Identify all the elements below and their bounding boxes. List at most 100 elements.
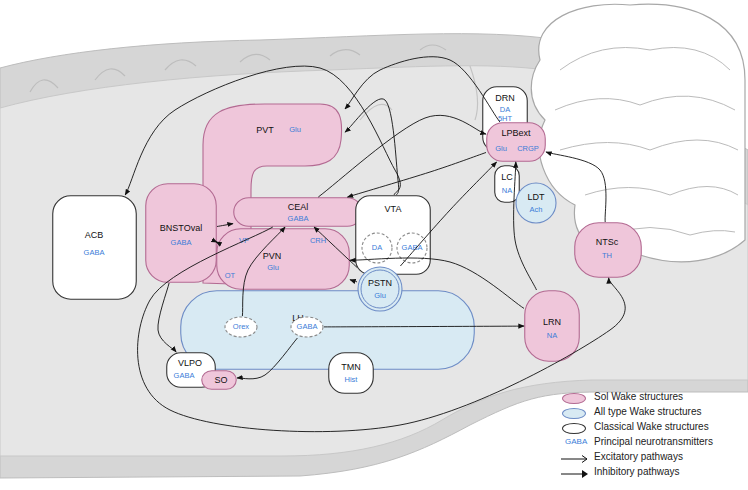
cerebellum-folia [555, 48, 738, 236]
region-outline [216, 228, 350, 290]
brain-region: GABA [396, 232, 428, 264]
region-shape [217, 229, 350, 290]
region-label: PVT [256, 126, 274, 135]
region-label: LPBext [501, 129, 530, 138]
legend-swatch [562, 423, 586, 434]
pathway-arrow [546, 152, 606, 222]
region-shape [575, 223, 642, 278]
pathway-arrow [345, 99, 399, 195]
pathway-arrow [345, 57, 500, 122]
legend-text: Classical Wake structures [594, 422, 709, 432]
neurotransmitter-label: NA [547, 332, 557, 340]
brain-region: CEAlGABA [233, 197, 363, 227]
neurotransmitter-label: Glu [267, 264, 279, 272]
brain-region: LPBextGluCRGP [486, 122, 546, 162]
neurotransmitter-label: Glu [495, 145, 507, 153]
pathway-arrow [350, 258, 524, 308]
region-outline [574, 222, 642, 278]
region-inner-ring [361, 270, 399, 308]
brain-region: SO [201, 370, 237, 390]
pathway-arrow [237, 338, 297, 379]
legend-text: Excitatory pathways [594, 452, 683, 462]
neurotransmitter-label: VP [239, 237, 249, 245]
region-shape [291, 317, 323, 337]
legend-sample-text: GABA [565, 438, 587, 446]
neurotransmitter-label: OT [225, 272, 235, 280]
region-label: PSTN [368, 279, 392, 288]
neurotransmitter-label: GABA [174, 372, 195, 380]
region-shape [225, 317, 257, 337]
region-outline [145, 183, 217, 283]
region-label: LRN [543, 318, 561, 327]
cortex-curve [360, 66, 478, 120]
region-label: DRN [495, 94, 515, 103]
brain-region: LC NA [494, 165, 520, 203]
neurotransmitter-label: GABA [288, 215, 309, 223]
pathway-arrow [324, 326, 524, 328]
pathway-arrow [400, 162, 496, 266]
pathway-arrow [216, 241, 217, 242]
region-label: LC [501, 173, 513, 182]
brain-region: LDT Ach [515, 182, 557, 224]
pathway-arrow [514, 162, 537, 290]
region-shape [146, 184, 217, 283]
brain-region: GABA [290, 316, 324, 338]
pathway-arrow [217, 224, 233, 227]
region-outline [494, 165, 520, 203]
region-outline [52, 195, 137, 300]
brain-region: LRN NA [524, 290, 580, 362]
gyrus-line [30, 45, 446, 92]
legend-text: Principal neurotransmitters [594, 437, 713, 447]
pathway-arrow [125, 66, 400, 195]
neurotransmitter-label: Glu [289, 126, 301, 134]
neurotransmitter-label: GABA [171, 239, 192, 247]
neurotransmitter-label: Ach [530, 206, 543, 214]
brain-region: VTA DA GABA [355, 195, 431, 275]
region-outline [328, 352, 374, 394]
region-shape [202, 371, 237, 390]
region-shape [397, 233, 427, 263]
region-shape [495, 166, 520, 203]
legend-swatch [562, 393, 586, 404]
brain-region: LHOrexGABA [180, 290, 475, 370]
region-outline [180, 290, 475, 370]
region-shape [487, 123, 546, 162]
region-label: VTA [385, 205, 402, 214]
neurotransmitter-label: DA [500, 106, 510, 114]
region-label: BNSTOval [160, 224, 202, 233]
region-shape [329, 353, 374, 394]
pathway-arrow [314, 227, 357, 267]
legend-text: Sol Wake structures [594, 392, 683, 402]
brain-region: Orex [224, 316, 258, 338]
region-shape [362, 233, 392, 263]
brain-region: DA [361, 232, 393, 264]
legend-text: All type Wake structures [594, 407, 701, 417]
neurotransmitter-label: 5HT [498, 115, 512, 123]
cerebellum [531, 4, 745, 262]
region-label: ACB [85, 231, 104, 240]
region-shape [358, 267, 402, 311]
neurotransmitter-label: NA [502, 187, 512, 195]
pathway-arrow [350, 280, 357, 282]
region-shape [516, 183, 556, 223]
neurotransmitter-label: Glu [374, 292, 386, 300]
pathway-arrow [242, 227, 285, 316]
neurotransmitter-label: GABA [84, 249, 105, 257]
region-outline [515, 182, 557, 224]
brain-region: VPCRHPVNGluOT [216, 228, 350, 290]
region-label: TMN [341, 363, 361, 372]
region-outline [357, 266, 403, 312]
region-label: SO [214, 376, 227, 385]
region-shape [234, 198, 363, 227]
region-label: LDT [527, 193, 544, 202]
region-shape [525, 291, 580, 362]
region-shape [181, 291, 475, 370]
neurotransmitter-label: CRH [310, 237, 326, 245]
pathway-arrow [348, 153, 487, 198]
brain-region: PSTN Glu [357, 266, 403, 312]
neurotransmitter-label: GABA [402, 244, 423, 252]
brain-region: TMNHist [328, 352, 374, 394]
neurotransmitter-label: Orex [233, 323, 249, 331]
region-label: VLPO [178, 359, 202, 368]
pathway-arrow [138, 227, 626, 432]
